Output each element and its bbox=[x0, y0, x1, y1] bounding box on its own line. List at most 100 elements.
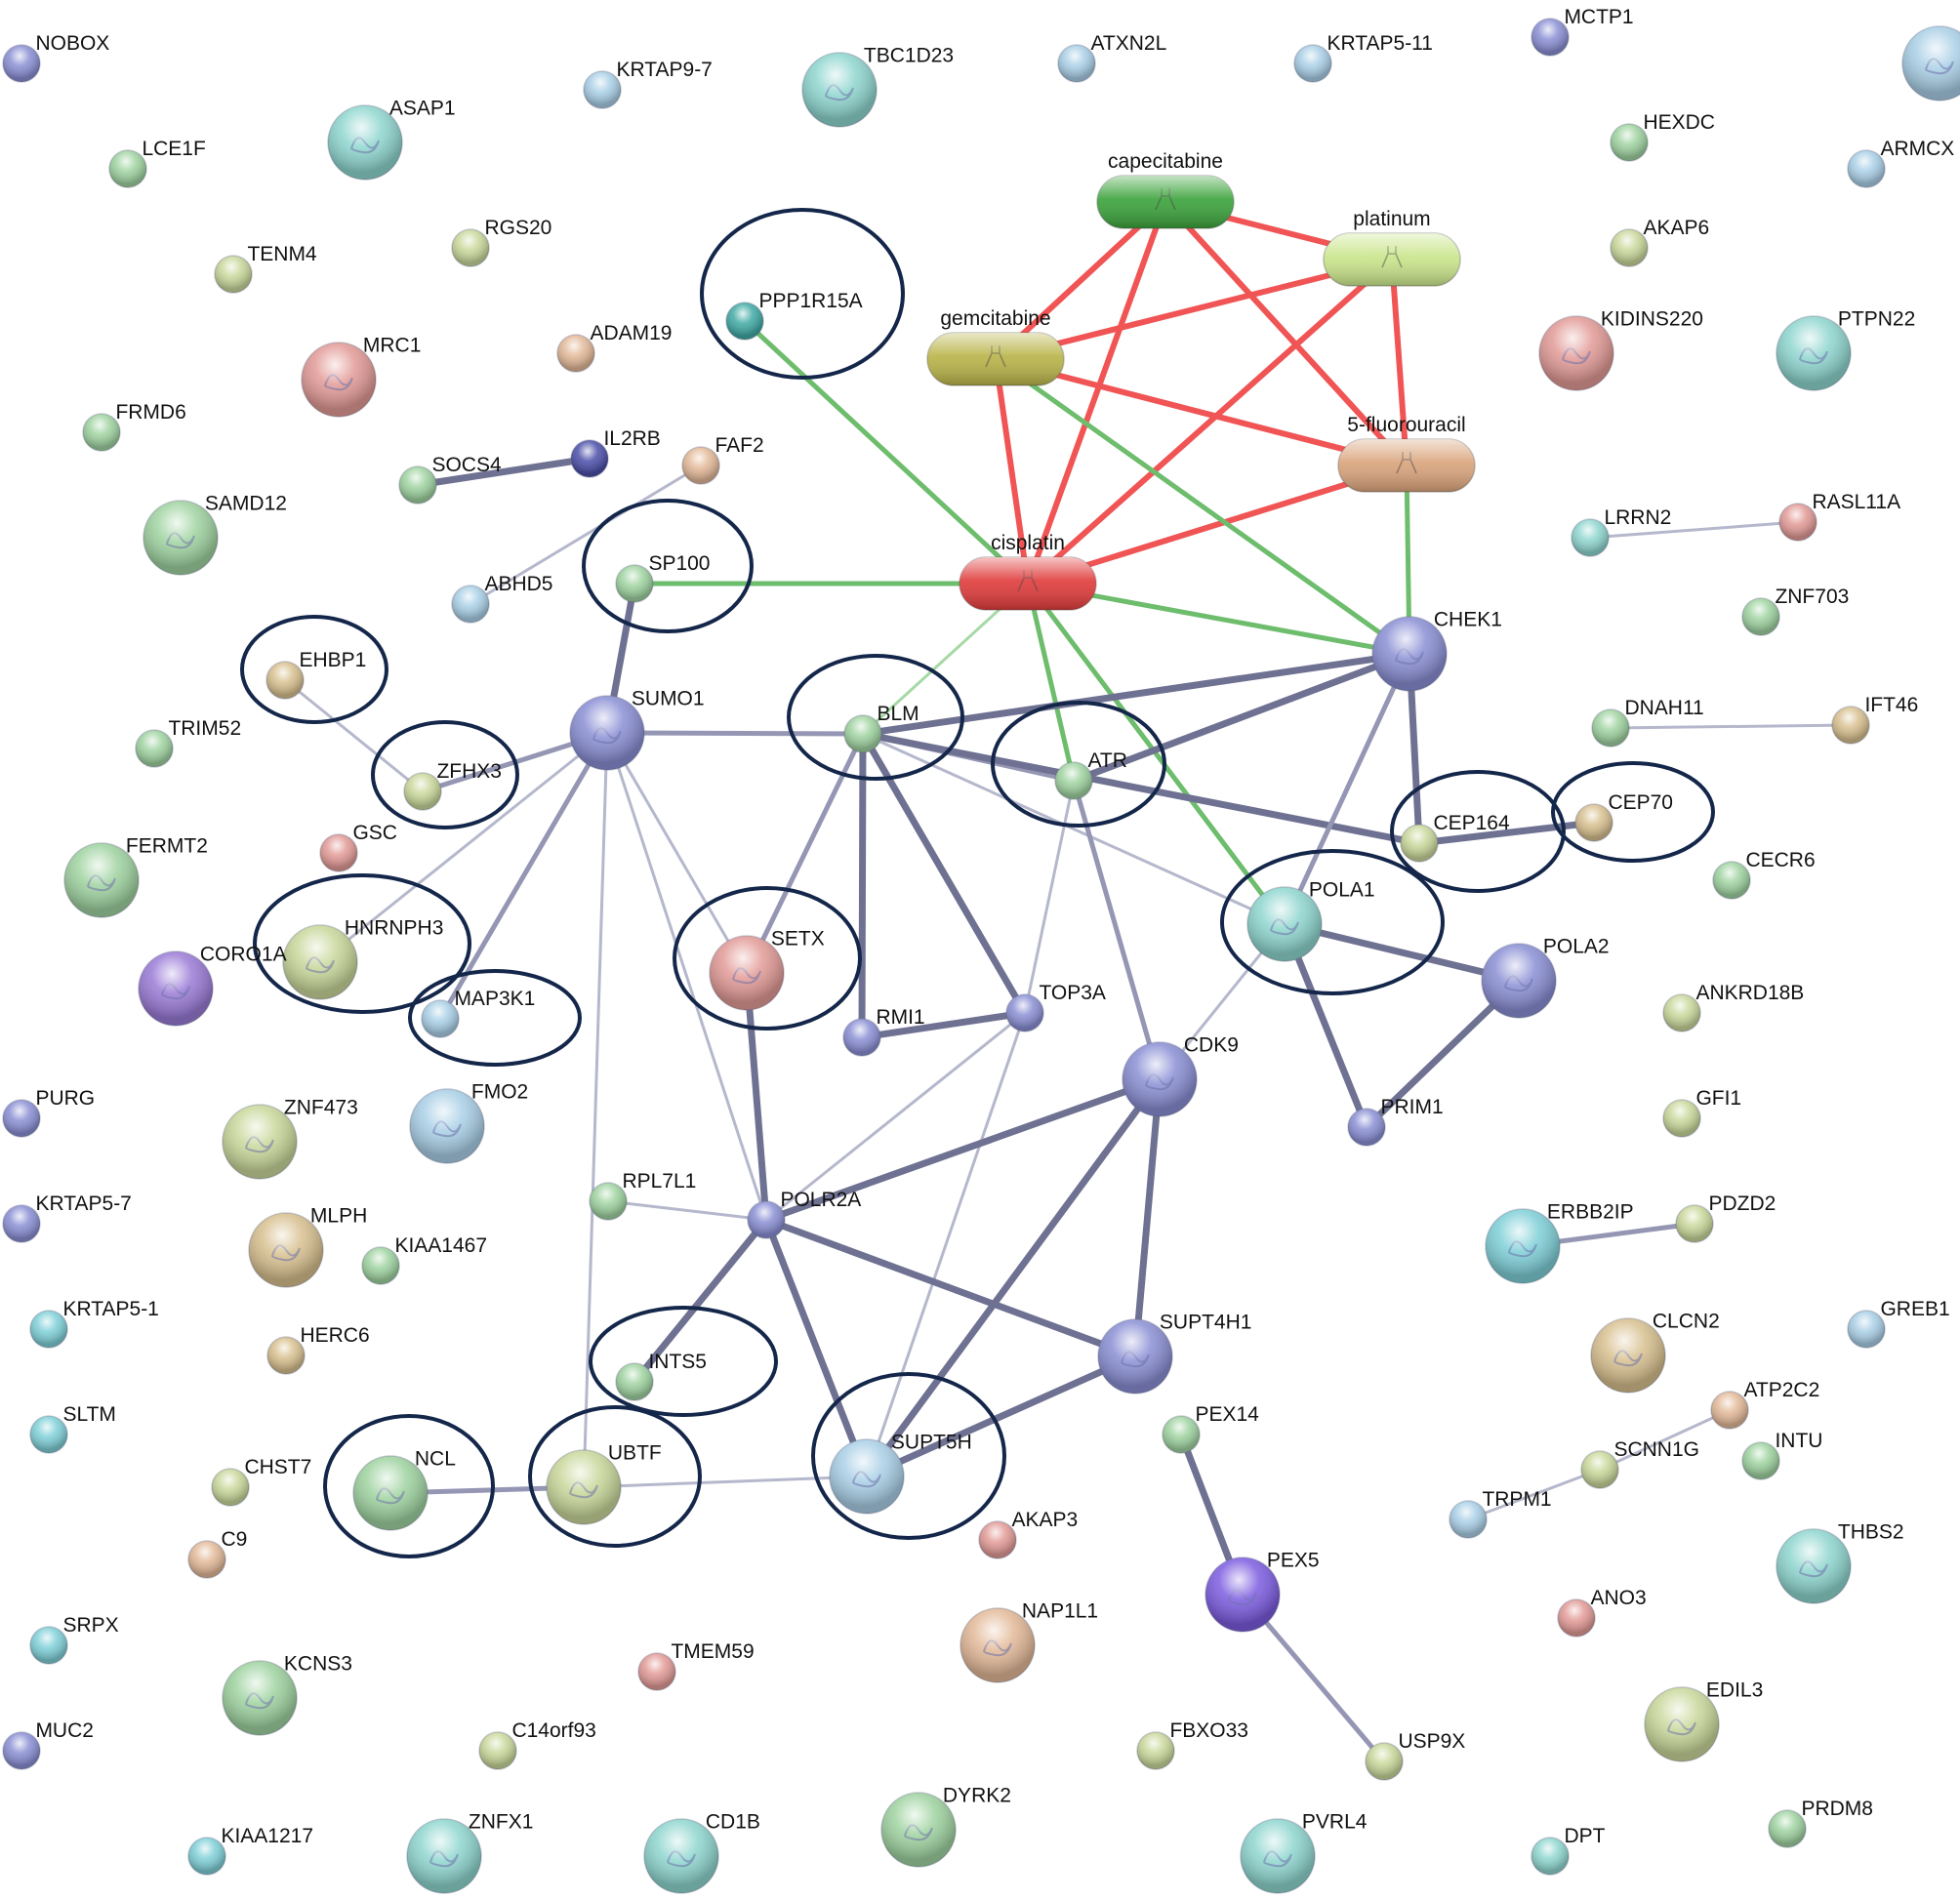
node-ZNFX1[interactable]: ZNFX1 bbox=[406, 1811, 533, 1894]
node-KRTAP5-1[interactable]: KRTAP5-1 bbox=[29, 1298, 159, 1349]
node-SETX[interactable]: SETX bbox=[709, 928, 825, 1011]
node-LCE1F[interactable]: LCE1F bbox=[108, 138, 206, 188]
node-ANKRD18B[interactable]: ANKRD18B bbox=[1662, 982, 1804, 1032]
node-KIDINS220[interactable]: KIDINS220 bbox=[1538, 308, 1703, 391]
node-AKAP3[interactable]: AKAP3 bbox=[978, 1509, 1078, 1559]
node-PURG[interactable]: PURG bbox=[2, 1087, 95, 1138]
chemical-capecitabine[interactable]: capecitabine bbox=[1096, 150, 1235, 229]
node-SUPT5H[interactable]: SUPT5H bbox=[829, 1432, 972, 1515]
node-TMEM59[interactable]: TMEM59 bbox=[637, 1640, 755, 1691]
node-POLA1[interactable]: POLA1 bbox=[1246, 879, 1375, 962]
node-IFT46[interactable]: IFT46 bbox=[1831, 694, 1918, 745]
node-FRMD6[interactable]: FRMD6 bbox=[82, 401, 186, 452]
node-THBS2[interactable]: THBS2 bbox=[1776, 1521, 1904, 1604]
node-MCTP1[interactable]: MCTP1 bbox=[1531, 6, 1634, 57]
node-TBC1D23[interactable]: TBC1D23 bbox=[801, 45, 954, 128]
node-PEX14[interactable]: PEX14 bbox=[1162, 1403, 1259, 1454]
node-BLM[interactable]: BLM bbox=[843, 703, 919, 753]
node-PRDM8[interactable]: PRDM8 bbox=[1768, 1798, 1873, 1848]
node-C9[interactable]: C9 bbox=[187, 1528, 247, 1579]
node-ATP2C2[interactable]: ATP2C2 bbox=[1710, 1379, 1819, 1430]
node-PTPN22[interactable]: PTPN22 bbox=[1776, 308, 1915, 391]
node-KRTAP5-11[interactable]: KRTAP5-11 bbox=[1293, 32, 1433, 83]
node-INTS5[interactable]: INTS5 bbox=[615, 1351, 707, 1401]
node-RPL7L1[interactable]: RPL7L1 bbox=[589, 1170, 696, 1221]
node-FMO2[interactable]: FMO2 bbox=[409, 1081, 528, 1164]
node-LRRN2[interactable]: LRRN2 bbox=[1571, 506, 1671, 557]
node-NCL[interactable]: NCL bbox=[352, 1448, 456, 1531]
node-NOBOX[interactable]: NOBOX bbox=[2, 32, 109, 83]
node-TENM4[interactable]: TENM4 bbox=[214, 243, 317, 294]
node-ERBB2IP[interactable]: ERBB2IP bbox=[1485, 1201, 1634, 1284]
node-CDK9[interactable]: CDK9 bbox=[1122, 1034, 1239, 1117]
node-AKAP6[interactable]: AKAP6 bbox=[1610, 217, 1709, 267]
node-EHBP1[interactable]: EHBP1 bbox=[265, 649, 366, 700]
node-CLCN2[interactable]: CLCN2 bbox=[1590, 1311, 1720, 1394]
node-ARMCX[interactable]: ARMCX bbox=[1847, 138, 1954, 188]
node-SCNN1G[interactable]: SCNN1G bbox=[1580, 1438, 1699, 1489]
node-NAP1L1[interactable]: NAP1L1 bbox=[960, 1600, 1098, 1683]
node-MRC1[interactable]: MRC1 bbox=[301, 335, 421, 418]
node-ANO3[interactable]: ANO3 bbox=[1557, 1587, 1647, 1637]
node-IL2RB[interactable]: IL2RB bbox=[570, 427, 661, 478]
node-PDZD2[interactable]: PDZD2 bbox=[1675, 1193, 1776, 1243]
node-SP100[interactable]: SP100 bbox=[615, 552, 711, 603]
node-GREB1[interactable]: GREB1 bbox=[1847, 1298, 1950, 1349]
node-FERMT2[interactable]: FERMT2 bbox=[63, 835, 208, 918]
node-EDIL3[interactable]: EDIL3 bbox=[1644, 1679, 1763, 1762]
node-HERC6[interactable]: HERC6 bbox=[266, 1324, 370, 1375]
node-CHEK1[interactable]: CHEK1 bbox=[1371, 609, 1502, 692]
node-TRIM52[interactable]: TRIM52 bbox=[135, 717, 241, 768]
node-ATR[interactable]: ATR bbox=[1054, 749, 1127, 800]
node-DYRK2[interactable]: DYRK2 bbox=[880, 1785, 1011, 1868]
node-POLA2[interactable]: POLA2 bbox=[1481, 936, 1610, 1019]
node-PVRL4[interactable]: PVRL4 bbox=[1240, 1811, 1368, 1894]
node-CORO1A[interactable]: CORO1A bbox=[138, 944, 287, 1027]
node-MAP3K1[interactable]: MAP3K1 bbox=[421, 988, 535, 1038]
node-RGS20[interactable]: RGS20 bbox=[451, 217, 551, 267]
node-CECR6[interactable]: CECR6 bbox=[1712, 849, 1816, 900]
node-DPT[interactable]: DPT bbox=[1531, 1825, 1606, 1876]
node-ASAP1[interactable]: ASAP1 bbox=[327, 98, 456, 181]
node-SLTM[interactable]: SLTM bbox=[29, 1403, 116, 1454]
node-KRTAP9-7[interactable]: KRTAP9-7 bbox=[583, 59, 713, 109]
node-TOP3A[interactable]: TOP3A bbox=[1005, 982, 1106, 1032]
node-MLPH[interactable]: MLPH bbox=[248, 1205, 367, 1288]
node-KRTAP5-7[interactable]: KRTAP5-7 bbox=[2, 1193, 132, 1243]
node-SUPT4H1[interactable]: SUPT4H1 bbox=[1097, 1312, 1251, 1395]
node-MUC2[interactable]: MUC2 bbox=[2, 1719, 94, 1770]
node-FBXO33[interactable]: FBXO33 bbox=[1136, 1719, 1248, 1770]
node-SRPX[interactable]: SRPX bbox=[29, 1614, 119, 1665]
node-DNAH11[interactable]: DNAH11 bbox=[1591, 697, 1704, 748]
node-PRIM1[interactable]: PRIM1 bbox=[1347, 1096, 1444, 1147]
node-KCNS3[interactable]: KCNS3 bbox=[222, 1653, 352, 1736]
chemical-cisplatin[interactable]: cisplatin bbox=[959, 532, 1097, 611]
node-SAMD12[interactable]: SAMD12 bbox=[143, 493, 287, 576]
chemical-gemcitabine[interactable]: gemcitabine bbox=[926, 307, 1065, 386]
node-SUMO1[interactable]: SUMO1 bbox=[569, 688, 705, 771]
node-TRPM1[interactable]: TRPM1 bbox=[1449, 1488, 1552, 1539]
node-ADAM19[interactable]: ADAM19 bbox=[556, 322, 672, 373]
node-CEP70[interactable]: CEP70 bbox=[1574, 791, 1673, 842]
node-CHST7[interactable]: CHST7 bbox=[211, 1456, 311, 1507]
node-FAF2[interactable]: FAF2 bbox=[681, 434, 764, 485]
node-ZNF703[interactable]: ZNF703 bbox=[1741, 586, 1849, 636]
node-KIAA1467[interactable]: KIAA1467 bbox=[361, 1234, 487, 1285]
node-KIAA1217[interactable]: KIAA1217 bbox=[187, 1825, 313, 1876]
node-GFI1[interactable]: GFI1 bbox=[1662, 1087, 1741, 1138]
node-PPP1R15A[interactable]: PPP1R15A bbox=[725, 290, 863, 341]
chemical-5-fluorouracil[interactable]: 5-fluorouracil bbox=[1337, 414, 1476, 493]
node-HNRNPH3[interactable]: HNRNPH3 bbox=[282, 917, 443, 1000]
node-RMI1[interactable]: RMI1 bbox=[842, 1006, 925, 1057]
node-INTU[interactable]: INTU bbox=[1741, 1430, 1822, 1480]
node-USP9X[interactable]: USP9X bbox=[1365, 1730, 1465, 1781]
node-PPP1R[interactable]: PPP1R bbox=[1901, 19, 1960, 101]
node-HEXDC[interactable]: HEXDC bbox=[1610, 111, 1715, 162]
node-ZFHX3[interactable]: ZFHX3 bbox=[403, 760, 502, 811]
node-UBTF[interactable]: UBTF bbox=[546, 1442, 662, 1525]
node-POLR2A[interactable]: POLR2A bbox=[747, 1189, 861, 1239]
node-ABHD5[interactable]: ABHD5 bbox=[451, 573, 552, 624]
chemical-platinum[interactable]: platinum bbox=[1323, 208, 1461, 287]
node-ZNF473[interactable]: ZNF473 bbox=[222, 1097, 358, 1180]
node-CD1B[interactable]: CD1B bbox=[643, 1811, 760, 1894]
